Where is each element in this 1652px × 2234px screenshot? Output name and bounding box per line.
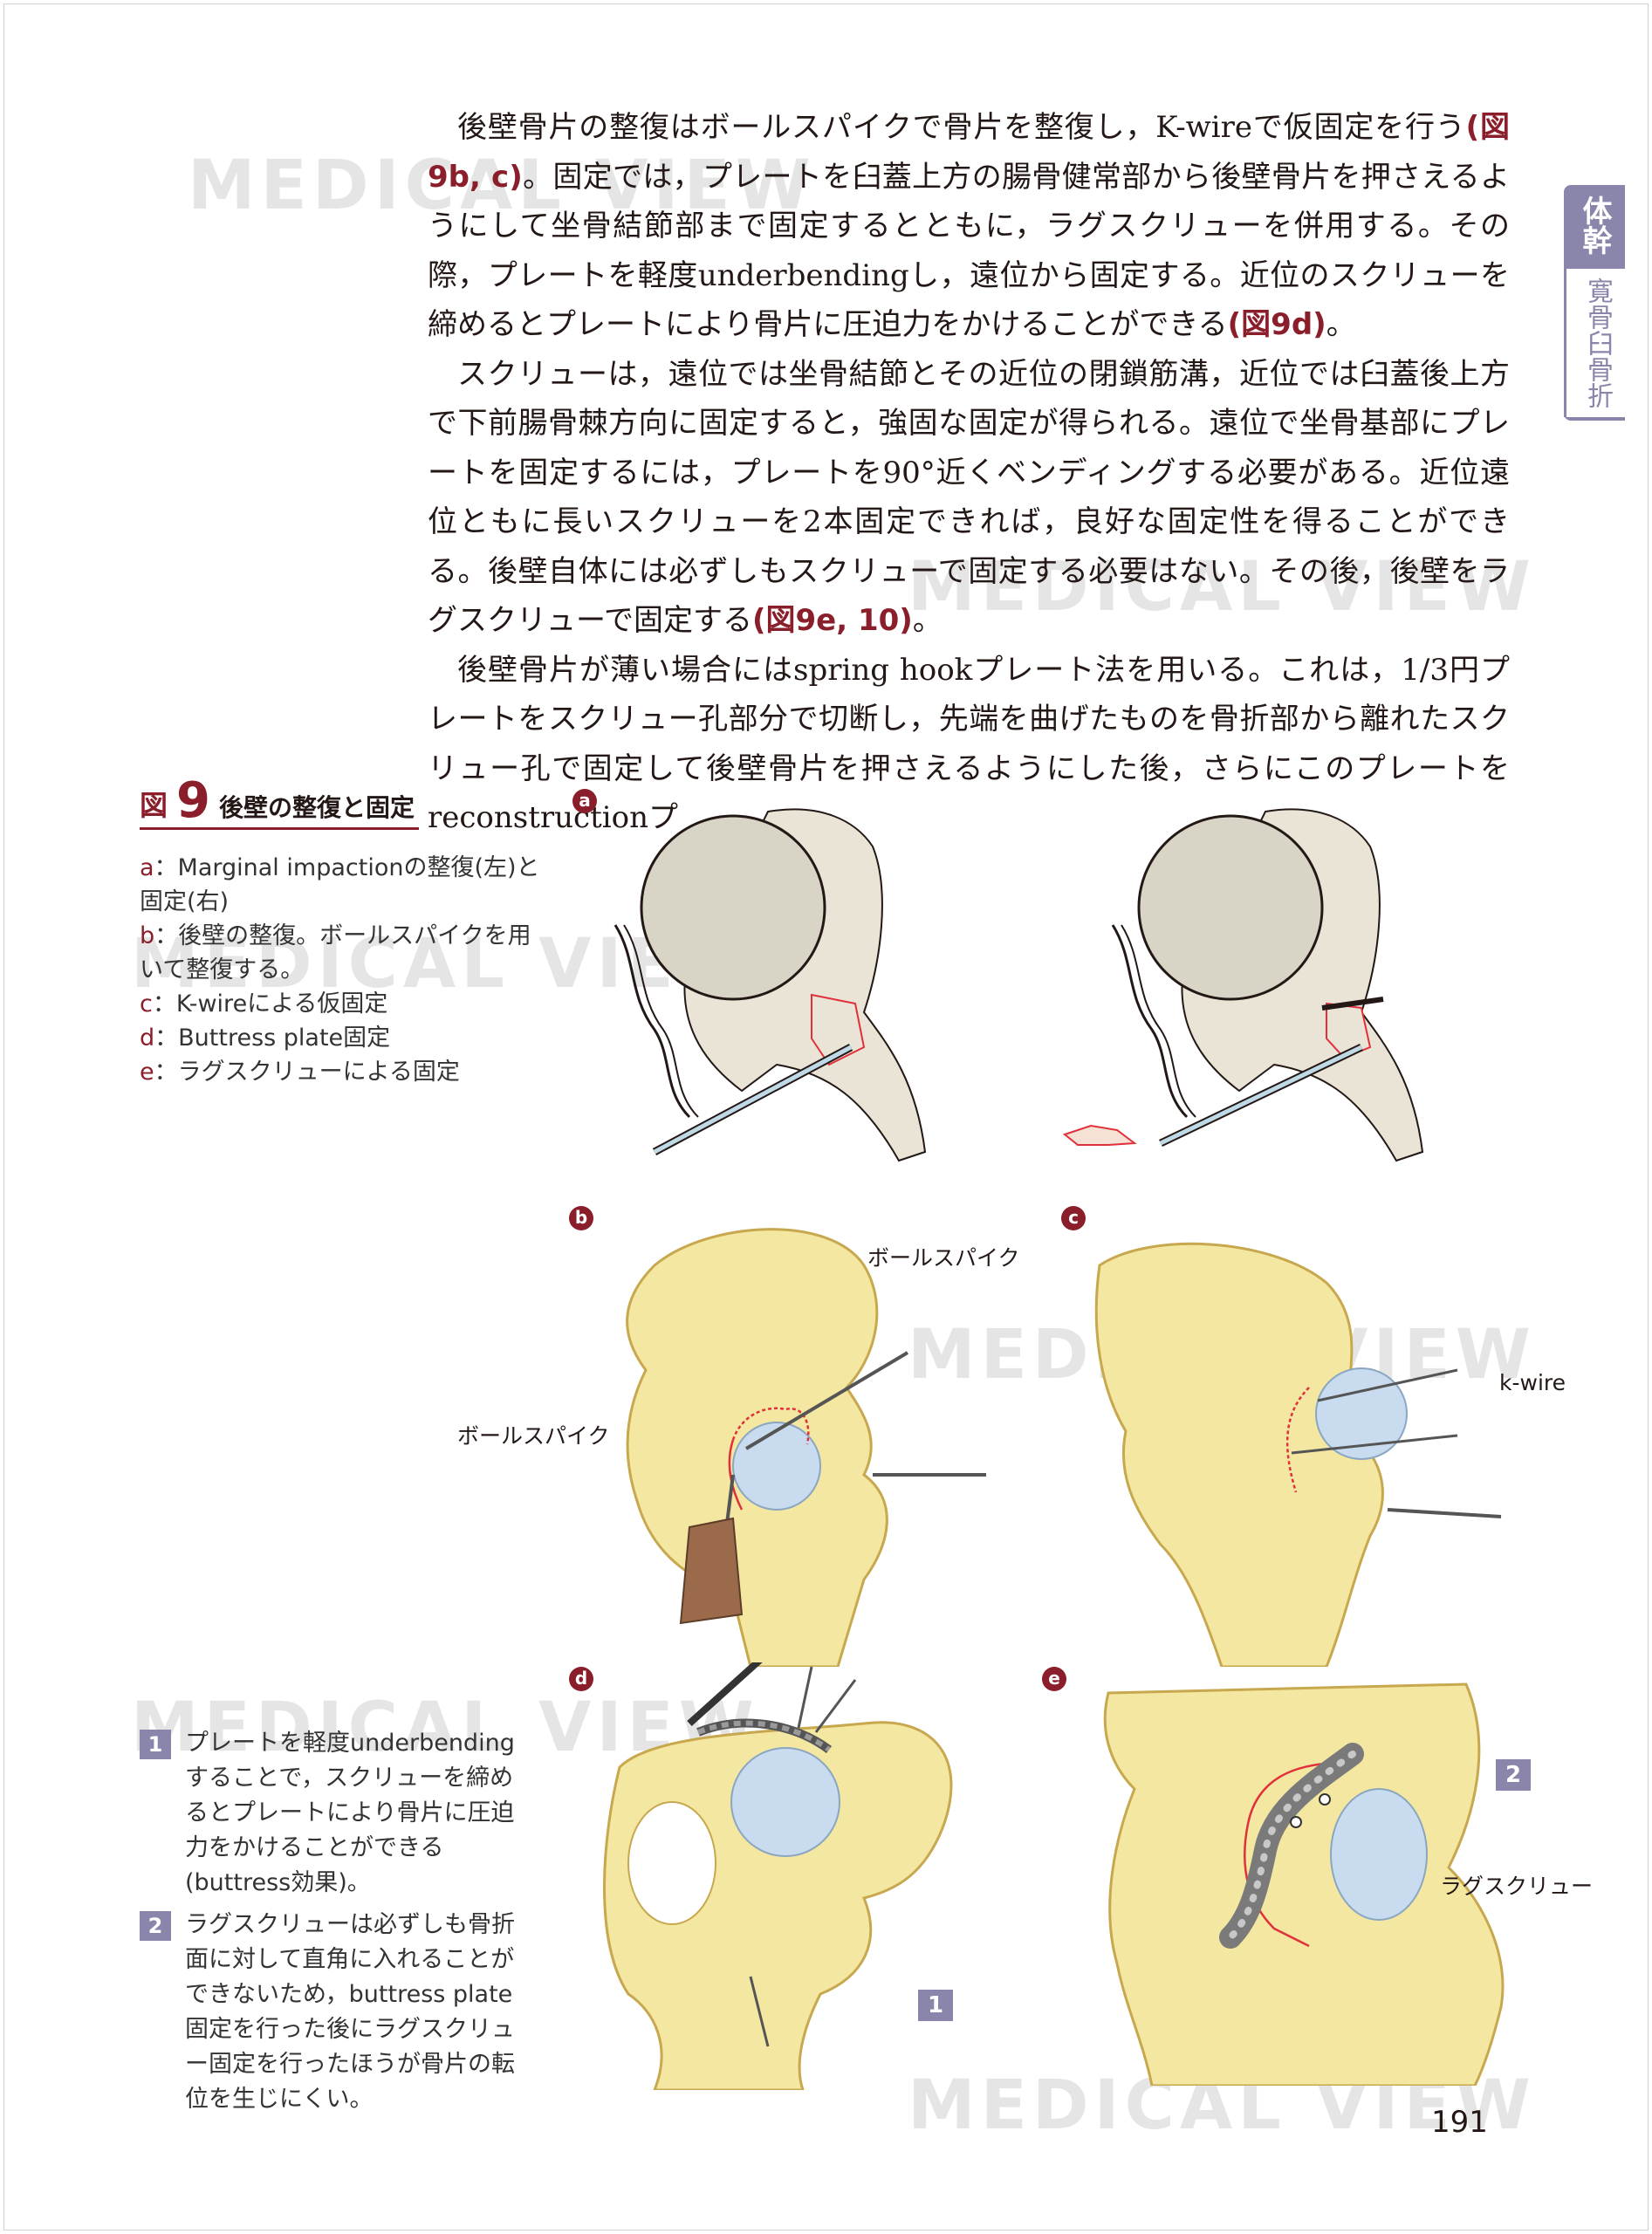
legend-item: e：ラグスクリューによる固定	[140, 1055, 541, 1089]
panel-badge-a: a	[572, 789, 597, 813]
callout-2: 2	[1496, 1759, 1531, 1791]
legend-text: ：ラグスクリューによる固定	[154, 1059, 460, 1086]
paragraph-text: 後壁骨片の整復はボールスパイクで骨片を整復し，K-wireで仮固定を行う	[457, 110, 1466, 145]
panel-a-illustration	[614, 808, 1424, 1162]
figure-label: 図	[140, 789, 168, 822]
paragraph-3: 後壁骨片が薄い場合にはspring hookプレート法を用いる。これは，1/3円…	[428, 652, 1510, 836]
legend-text: ：Buttress plate固定	[154, 1024, 391, 1052]
k-wire-label: k-wire	[1499, 1370, 1566, 1395]
legend-key: e	[140, 1059, 154, 1086]
chapter-section: 寛骨臼骨折	[1564, 269, 1628, 417]
paragraph-1: 後壁骨片の整復はボールスパイクで骨片を整復し，K-wireで仮固定を行う(図9b…	[428, 103, 1510, 350]
figure-reference: (図9b, c)	[428, 110, 1510, 195]
legend-text: ：後壁の整復。ボールスパイクを用いて整復する。	[140, 922, 531, 983]
legend-item: a：Marginal impactionの整復(左)と固定(右)	[140, 851, 541, 919]
paragraph-text: 。固定では，プレートを臼蓋上方の腸骨健常部から後壁骨片を押さえるようにして坐骨結…	[428, 159, 1510, 343]
figure-reference: (図9e, 10)	[751, 603, 913, 638]
legend-key: c	[140, 990, 153, 1018]
paragraph-text: スクリューは，遠位では坐骨結節とその近位の閉鎖筋溝，近位では臼蓋後上方で下前腸骨…	[428, 356, 1510, 639]
figure-legend: a：Marginal impactionの整復(左)と固定(右) b：後壁の整復…	[140, 851, 541, 1089]
panel-badge-c: c	[1061, 1206, 1086, 1230]
panel-e-illustration	[1103, 1682, 1505, 2086]
note-item: 2 ラグスクリューは必ずしも骨折面に対して直角に入れることができないため，but…	[140, 1908, 532, 2117]
figure-number: 9	[176, 772, 210, 829]
note-text: ラグスクリューは必ずしも骨折面に対して直角に入れることができないため，buttr…	[185, 1911, 515, 2113]
figure-name: 後壁の整復と固定	[218, 793, 415, 822]
body-text: 後壁骨片の整復はボールスパイクで骨片を整復し，K-wireで仮固定を行う(図9b…	[428, 103, 1510, 843]
figure-title: 図 9 後壁の整復と固定	[140, 772, 419, 830]
chapter-category: 体幹	[1577, 195, 1612, 255]
ball-spike-label-2: ボールスパイク	[457, 1423, 610, 1449]
paragraph-text: 。	[912, 603, 943, 638]
legend-key: b	[140, 922, 155, 949]
legend-text: ：Marginal impactionの整復(左)と固定(右)	[140, 854, 540, 915]
paragraph-text: 。	[1326, 307, 1356, 342]
panel-d-illustration	[603, 1662, 953, 2090]
legend-item: c：K-wireによる仮固定	[140, 987, 541, 1021]
page-border	[3, 3, 1649, 2231]
legend-item: d：Buttress plate固定	[140, 1021, 541, 1055]
note-item: 1 プレートを軽度underbendingすることで，スクリューを締めるとプレー…	[140, 1726, 532, 1901]
panel-badge-d: d	[569, 1667, 593, 1691]
watermark: MEDICAL VIEW	[908, 548, 1536, 627]
figure-notes: 1 プレートを軽度underbendingすることで，スクリューを締めるとプレー…	[140, 1726, 532, 2124]
acetabulum-right	[1111, 808, 1424, 1162]
note-number: 1	[140, 1730, 171, 1759]
note-number: 2	[140, 1911, 171, 1941]
lag-screw-label: ラグスクリュー	[1440, 1874, 1594, 1899]
figure-caption: 図 9 後壁の整復と固定 a：Marginal impactionの整復(左)と…	[140, 772, 541, 1089]
note-text: プレートを軽度underbendingすることで，スクリューを締めるとプレートに…	[185, 1730, 515, 1896]
legend-key: a	[140, 854, 154, 881]
legend-text: ：K-wireによる仮固定	[152, 990, 388, 1018]
chapter-tab: 体幹 寛骨臼骨折	[1564, 185, 1628, 421]
panel-c-illustration	[1094, 1242, 1502, 1667]
panel-badge-e: e	[1042, 1667, 1066, 1691]
watermark: MEDICAL VIEW	[188, 147, 816, 225]
callout-1: 1	[918, 1990, 953, 2021]
paragraph-2: スクリューは，遠位では坐骨結節とその近位の閉鎖筋溝，近位では臼蓋後上方で下前腸骨…	[428, 350, 1510, 646]
panel-badge-b: b	[569, 1206, 593, 1230]
legend-item: b：後壁の整復。ボールスパイクを用いて整復する。	[140, 919, 541, 987]
figure-reference: (図9d)	[1227, 307, 1326, 342]
page-number: 191	[1431, 2105, 1488, 2140]
ball-spike-label-1: ボールスパイク	[867, 1245, 1020, 1271]
acetabulum-left	[614, 808, 927, 1162]
panel-b-illustration	[626, 1228, 986, 1667]
legend-key: d	[140, 1024, 155, 1052]
